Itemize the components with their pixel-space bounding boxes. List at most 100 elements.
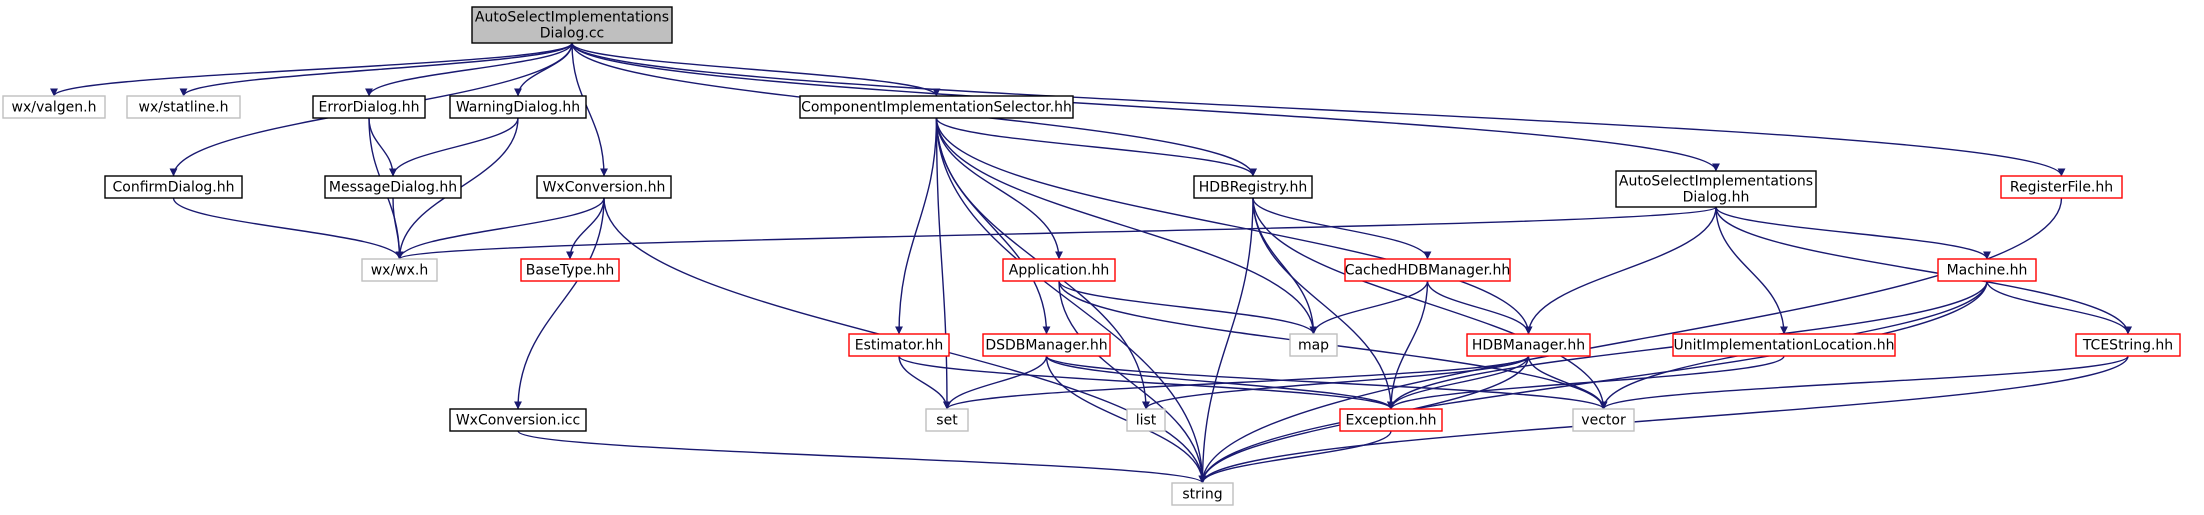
edge-cachedhdb-to-hdbmanager: [1426, 280, 1533, 335]
edge-asidhh-to-hdbmanager: [1524, 206, 1717, 335]
node-tcestring[interactable]: TCEString.hh: [2075, 333, 2181, 357]
node-box: [536, 175, 672, 199]
node-box: [1344, 258, 1511, 282]
edge-cis-to-application: [935, 117, 1063, 260]
edge-wxconvicc-to-string: [517, 430, 1207, 484]
edge-wxconversion-to-basetype: [566, 197, 605, 260]
node-label: wx/statline.h: [139, 100, 229, 116]
node-estimator[interactable]: Estimator.hh: [848, 333, 950, 357]
node-box: [361, 258, 438, 282]
edge-asidhh-to-tcestring: [1715, 206, 2132, 335]
node-box: [324, 175, 462, 199]
edge-hdbregistry-to-vector: [1252, 197, 1608, 410]
node-box: [848, 333, 950, 357]
edge-root-to-valgen: [50, 42, 573, 97]
edges-layer: [50, 42, 2132, 484]
node-label: DSDBManager.hh: [985, 338, 1107, 354]
node-box: [1171, 482, 1234, 506]
edge-root-to-registerfile: [571, 42, 2066, 177]
node-list[interactable]: list: [1126, 408, 1166, 432]
edge-hdbregistry-to-exception: [1252, 197, 1395, 410]
node-box: [2, 95, 106, 119]
node-box: [449, 95, 587, 119]
node-box: [126, 95, 241, 119]
node-label: AutoSelectImplementations: [1619, 174, 1813, 190]
node-box: [1615, 170, 1817, 208]
node-label: wx/valgen.h: [12, 100, 97, 116]
node-exception[interactable]: Exception.hh: [1339, 408, 1443, 432]
edge-cachedhdb-to-map: [1309, 280, 1429, 335]
edge-asidhh-to-wxwx: [395, 206, 1717, 260]
node-hdbmanager[interactable]: HDBManager.hh: [1466, 333, 1591, 357]
node-statline[interactable]: wx/statline.h: [126, 95, 241, 119]
edge-asidhh-to-machine: [1715, 206, 1991, 260]
node-label: MessageDialog.hh: [329, 180, 457, 196]
node-label: Exception.hh: [1345, 413, 1436, 429]
node-dsdb[interactable]: DSDBManager.hh: [982, 333, 1111, 357]
edge-asidhh-to-uil: [1715, 206, 1788, 335]
node-label: string: [1182, 487, 1222, 503]
node-cachedhdb[interactable]: CachedHDBManager.hh: [1344, 258, 1511, 282]
node-wxwx[interactable]: wx/wx.h: [361, 258, 438, 282]
node-confirmdialog[interactable]: ConfirmDialog.hh: [104, 175, 243, 199]
edge-cis-to-set: [935, 117, 951, 410]
edge-cis-to-string: [935, 117, 1207, 484]
node-label: HDBManager.hh: [1472, 338, 1585, 354]
edge-wxconversion-to-wxconvicc: [514, 197, 605, 410]
edge-confirmdialog-to-wxwx: [172, 197, 404, 260]
node-uil[interactable]: UnitImplementationLocation.hh: [1672, 333, 1896, 357]
node-errordialog[interactable]: ErrorDialog.hh: [312, 95, 426, 119]
node-label: Estimator.hh: [855, 338, 943, 354]
node-vector[interactable]: vector: [1572, 408, 1635, 432]
edge-warningdialog-to-messagedialog: [389, 117, 519, 177]
node-box: [982, 333, 1111, 357]
edge-root-to-errordialog: [365, 42, 573, 97]
node-label: BaseType.hh: [526, 263, 614, 279]
node-label: ConfirmDialog.hh: [113, 180, 235, 196]
node-box: [1572, 408, 1635, 432]
node-registerfile[interactable]: RegisterFile.hh: [2000, 175, 2123, 199]
node-label: ComponentImplementationSelector.hh: [801, 100, 1072, 116]
node-hdbregistry[interactable]: HDBRegistry.hh: [1193, 175, 1313, 199]
node-box: [1672, 333, 1896, 357]
node-box: [1193, 175, 1313, 199]
edge-registerfile-to-string: [1198, 197, 2063, 484]
node-application[interactable]: Application.hh: [1002, 258, 1116, 282]
edge-cis-to-hdbmanager: [935, 117, 1533, 335]
edge-root-to-wxconversion: [571, 42, 608, 177]
node-warningdialog[interactable]: WarningDialog.hh: [449, 95, 587, 119]
node-label: CachedHDBManager.hh: [1345, 263, 1511, 279]
node-box: [471, 6, 673, 44]
node-machine[interactable]: Machine.hh: [1937, 258, 2037, 282]
node-box: [1002, 258, 1116, 282]
edge-tcestring-to-vector: [1599, 355, 2129, 410]
edge-hdbregistry-to-cachedhdb: [1252, 197, 1432, 260]
node-basetype[interactable]: BaseType.hh: [520, 258, 620, 282]
edge-cis-to-estimator: [895, 117, 938, 335]
node-valgen[interactable]: wx/valgen.h: [2, 95, 106, 119]
node-box: [312, 95, 426, 119]
edge-hdbregistry-to-map: [1252, 197, 1318, 335]
node-box: [1466, 333, 1591, 357]
node-label: map: [1298, 338, 1329, 354]
node-wxconvicc[interactable]: WxConversion.icc: [449, 408, 587, 432]
node-cis[interactable]: ComponentImplementationSelector.hh: [799, 95, 1074, 119]
node-string[interactable]: string: [1171, 482, 1234, 506]
edge-hdbmanager-to-exception: [1387, 355, 1530, 410]
edge-tcestring-to-string: [1198, 355, 2129, 484]
edge-hdbmanager-to-set: [943, 355, 1530, 410]
node-box: [1339, 408, 1443, 432]
edge-root-to-asidhh: [571, 42, 1720, 172]
node-messagedialog[interactable]: MessageDialog.hh: [324, 175, 462, 199]
node-map[interactable]: map: [1289, 333, 1338, 357]
node-label: RegisterFile.hh: [2010, 180, 2113, 196]
node-box: [104, 175, 243, 199]
edge-hdbmanager-to-list: [1142, 355, 1530, 410]
node-wxconversion[interactable]: WxConversion.hh: [536, 175, 672, 199]
node-set[interactable]: set: [925, 408, 969, 432]
node-box: [449, 408, 587, 432]
node-label: list: [1136, 413, 1157, 429]
